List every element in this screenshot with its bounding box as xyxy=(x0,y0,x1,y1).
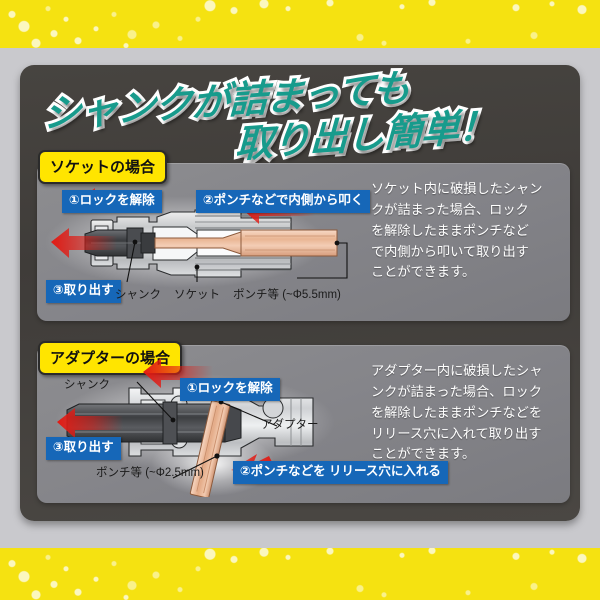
adapter-arrow-unlock xyxy=(143,358,213,388)
adapter-punch-rod xyxy=(189,400,231,499)
section-1-badge: ソケットの場合 xyxy=(38,150,168,184)
adapter-description: アダプター内に破損したシャ ンクが詰まった場合、ロック を解除したままポンチなど… xyxy=(371,363,543,462)
socket-label-punch: ポンチ等 (~Φ5.5mm) xyxy=(233,289,341,301)
grunge-texture-bottom-b xyxy=(0,548,600,600)
adapter-callout-step-1: ①ロックを解除 xyxy=(180,378,280,401)
leader-lines xyxy=(126,239,348,283)
adapter-label-punch: ポンチ等 (~Φ2.5mm) xyxy=(96,467,204,479)
grunge-texture-top-b xyxy=(0,0,600,48)
socket-callout-step-1: ①ロックを解除 xyxy=(62,190,162,213)
adapter-shank-part xyxy=(66,401,242,445)
adapter-arrow-extract xyxy=(57,408,123,438)
socket-callout-step-3: ③取り出す xyxy=(46,280,121,303)
socket-description: ソケット内に破損したシャン クが詰まった場合、ロック を解除したままポンチなど … xyxy=(371,181,543,280)
adapter-label-adapter: アダプター xyxy=(261,419,319,431)
adapter-callout-step-3: ③取り出す xyxy=(46,437,121,460)
punch-rod xyxy=(154,229,338,257)
socket-diagram xyxy=(45,170,365,315)
socket-callout-step-2: ②ポンチなどで内側から叩く xyxy=(196,190,371,213)
socket-label-shank: シャンク xyxy=(115,289,161,301)
adapter-label-shank: シャンク xyxy=(64,379,110,391)
bottom-yellow-band xyxy=(0,548,600,600)
socket-diagram-svg xyxy=(45,188,348,288)
adapter-callout-step-2: ②ポンチなどを リリース穴に入れる xyxy=(233,461,448,484)
adapter-leader-lines xyxy=(136,381,278,479)
top-yellow-band xyxy=(0,0,600,48)
socket-label-socket: ソケット xyxy=(174,289,220,301)
arrow-extract xyxy=(51,228,117,258)
